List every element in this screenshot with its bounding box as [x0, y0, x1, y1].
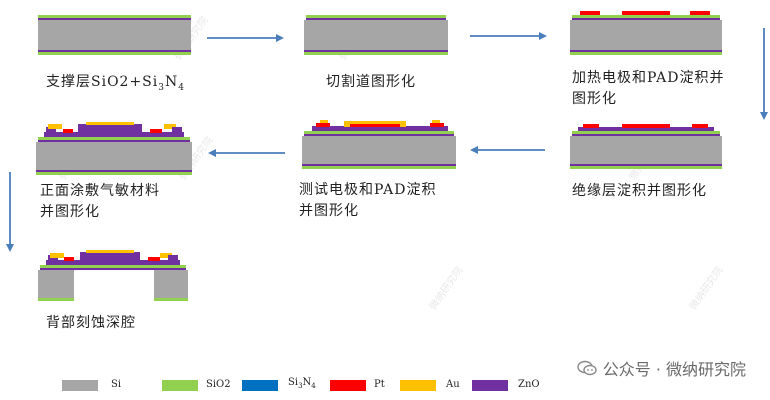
legend-label-si: Si: [111, 379, 122, 390]
pt-heater: [580, 11, 600, 15]
insulation-layer: [578, 127, 714, 131]
legend-label-zno: ZnO: [518, 379, 540, 390]
step-1-caption: 支撑层SiO2+Si3N4: [46, 74, 185, 93]
step-6-caption: 正面涂敷气敏材料 并图形化: [40, 183, 160, 220]
pt-heater: [350, 124, 400, 127]
legend-label-sio2: SiO2: [206, 379, 231, 390]
sio2-layer: [36, 172, 192, 175]
pt-heater: [692, 124, 708, 128]
wechat-icon: [577, 360, 597, 376]
zno-sensing-film: [168, 255, 178, 261]
si3n4-layer: [306, 18, 446, 20]
au-pad: [48, 124, 62, 129]
au-pad: [320, 120, 328, 123]
pt-heater: [622, 124, 670, 128]
sio2-layer: [154, 298, 188, 301]
si3n4-layer: [572, 134, 720, 136]
pt-heater: [63, 129, 73, 133]
insulation-layer: [44, 132, 184, 137]
sio2-layer: [38, 15, 191, 18]
si-substrate-left: [38, 270, 74, 298]
insulation-layer: [312, 126, 448, 131]
si3n4-layer: [38, 140, 190, 142]
sio2-layer: [572, 15, 720, 18]
si3n4-layer: [302, 164, 456, 166]
pt-heater: [64, 257, 74, 261]
legend-label-pt: Pt: [374, 379, 385, 390]
zno-sensing-film: [78, 124, 142, 132]
step-3-caption: 加热电极和PAD淀积并 图形化: [572, 70, 725, 107]
sio2-layer: [38, 52, 191, 55]
wechat-watermark: 公众号 · 微纳研究院: [577, 356, 746, 380]
si-substrate: [570, 136, 722, 164]
sio2-layer: [304, 52, 448, 55]
si3n4-layer: [304, 50, 448, 52]
sio2-layer: [306, 15, 446, 18]
step-5-caption: 测试电极和PAD淀积 并图形化: [299, 182, 437, 219]
step-7-caption: 背部刻蚀深腔: [46, 315, 136, 331]
legend-label-au: Au: [446, 379, 460, 390]
si-substrate: [570, 20, 722, 50]
pt-heater: [150, 129, 162, 133]
si3n4-layer: [38, 18, 191, 20]
legend-label-si3n4: Si3N4: [288, 377, 316, 390]
sio2-layer: [40, 265, 186, 268]
au-pad: [50, 253, 64, 258]
sio2-layer: [302, 166, 456, 169]
si-substrate-right: [154, 270, 188, 298]
step-6-diagram: [36, 122, 192, 175]
sio2-layer: [38, 137, 190, 140]
sio2-layer: [304, 131, 454, 134]
si3n4-layer: [572, 18, 720, 20]
pt-heater: [583, 124, 599, 128]
pt-heater: [622, 11, 670, 15]
step-1-diagram: [38, 15, 191, 55]
si3n4-layer: [38, 50, 191, 52]
si-substrate: [38, 20, 191, 50]
au-electrode: [86, 250, 134, 253]
sio2-layer: [38, 298, 74, 301]
si3n4-layer: [36, 170, 192, 172]
sio2-layer: [570, 52, 722, 55]
insulation-layer: [46, 260, 180, 265]
sio2-layer: [570, 166, 722, 169]
step-2-caption: 切割道图形化: [326, 74, 416, 90]
sio2-layer: [572, 131, 720, 134]
pt-heater: [316, 123, 330, 127]
au-pad: [164, 124, 176, 129]
legend-swatch-zno: [472, 380, 508, 391]
si-substrate: [304, 20, 448, 50]
legend-swatch-si3n4: [242, 380, 278, 391]
si3n4-layer: [304, 134, 454, 136]
au-pad: [160, 253, 172, 258]
si-substrate: [36, 142, 192, 170]
step-4-diagram: [570, 124, 722, 169]
pt-heater: [690, 11, 710, 15]
step-4-caption: 绝缘层淀积并图形化: [572, 183, 707, 199]
step-3-diagram: [570, 11, 722, 55]
legend-swatch-au: [400, 380, 436, 391]
step-7-diagram: [38, 250, 188, 301]
zno-sensing-film: [46, 127, 56, 133]
zno-sensing-film: [80, 252, 140, 260]
pt-heater: [148, 257, 160, 261]
si-substrate: [302, 136, 456, 164]
step-5-diagram: [302, 120, 456, 169]
legend-swatch-si: [62, 380, 98, 391]
au-pad: [432, 120, 440, 123]
si3n4-layer: [40, 268, 186, 270]
si3n4-layer: [570, 164, 722, 166]
step-2-diagram: [304, 15, 448, 55]
legend-swatch-pt: [330, 380, 366, 391]
zno-sensing-film: [172, 127, 182, 133]
pt-heater: [430, 123, 444, 127]
watermark-text: 公众号 · 微纳研究院: [602, 360, 746, 379]
legend-swatch-sio2: [162, 380, 198, 391]
si3n4-layer: [570, 50, 722, 52]
au-electrode: [86, 122, 134, 125]
